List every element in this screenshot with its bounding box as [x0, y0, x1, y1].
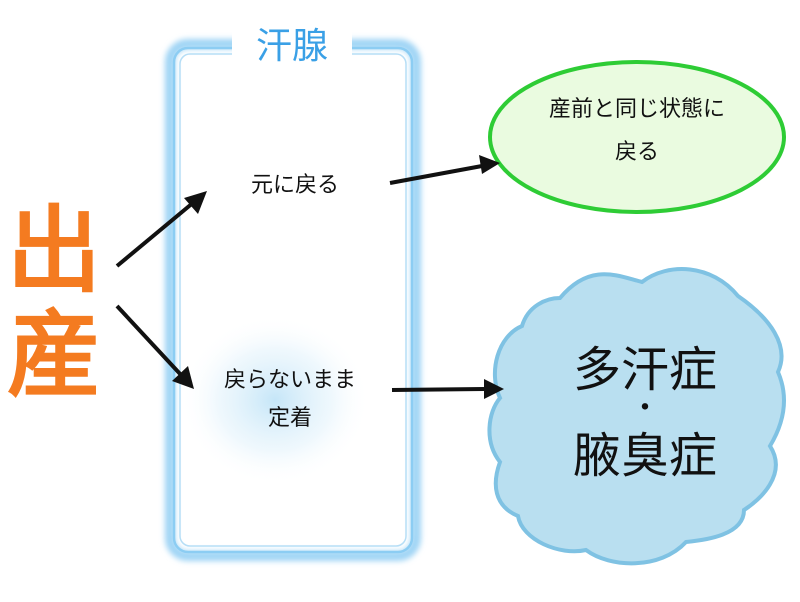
- source-label-birth: 出産: [6, 197, 101, 410]
- arrow-birth-to-fixed-head: [172, 366, 194, 389]
- gland-state-return: 元に戻る: [250, 173, 339, 198]
- restored-outcome-line2: 戻る: [614, 140, 659, 165]
- arrow-birth-to-fixed: [115, 304, 184, 378]
- fixed-state-highlight: [180, 315, 370, 485]
- gland-state-fixed-line1: 戻らないまま: [223, 368, 356, 393]
- symptom-outcome-blob: [487, 267, 786, 566]
- restored-outcome-ellipse: [488, 60, 786, 214]
- arrows: [115, 155, 504, 399]
- arrow-fixed-to-symptom-head: [484, 379, 504, 399]
- gland-state-fixed-line2: 定着: [267, 406, 312, 431]
- arrow-birth-to-return: [115, 200, 196, 268]
- arrow-return-to-restored-head: [479, 155, 500, 174]
- gland-title: 汗腺: [255, 26, 328, 67]
- arrow-birth-to-return-head: [184, 191, 207, 214]
- symptom-outcome-line1: 多汗症: [572, 342, 717, 398]
- restored-outcome-line1: 産前と同じ状態に: [548, 97, 725, 122]
- arrow-return-to-restored: [389, 164, 483, 185]
- symptom-outcome-line2: 腋臭症: [572, 428, 717, 484]
- arrow-fixed-to-symptom: [391, 387, 485, 392]
- symptom-outcome-separator: ・: [630, 391, 660, 426]
- gland-title-backdrop: [232, 28, 352, 68]
